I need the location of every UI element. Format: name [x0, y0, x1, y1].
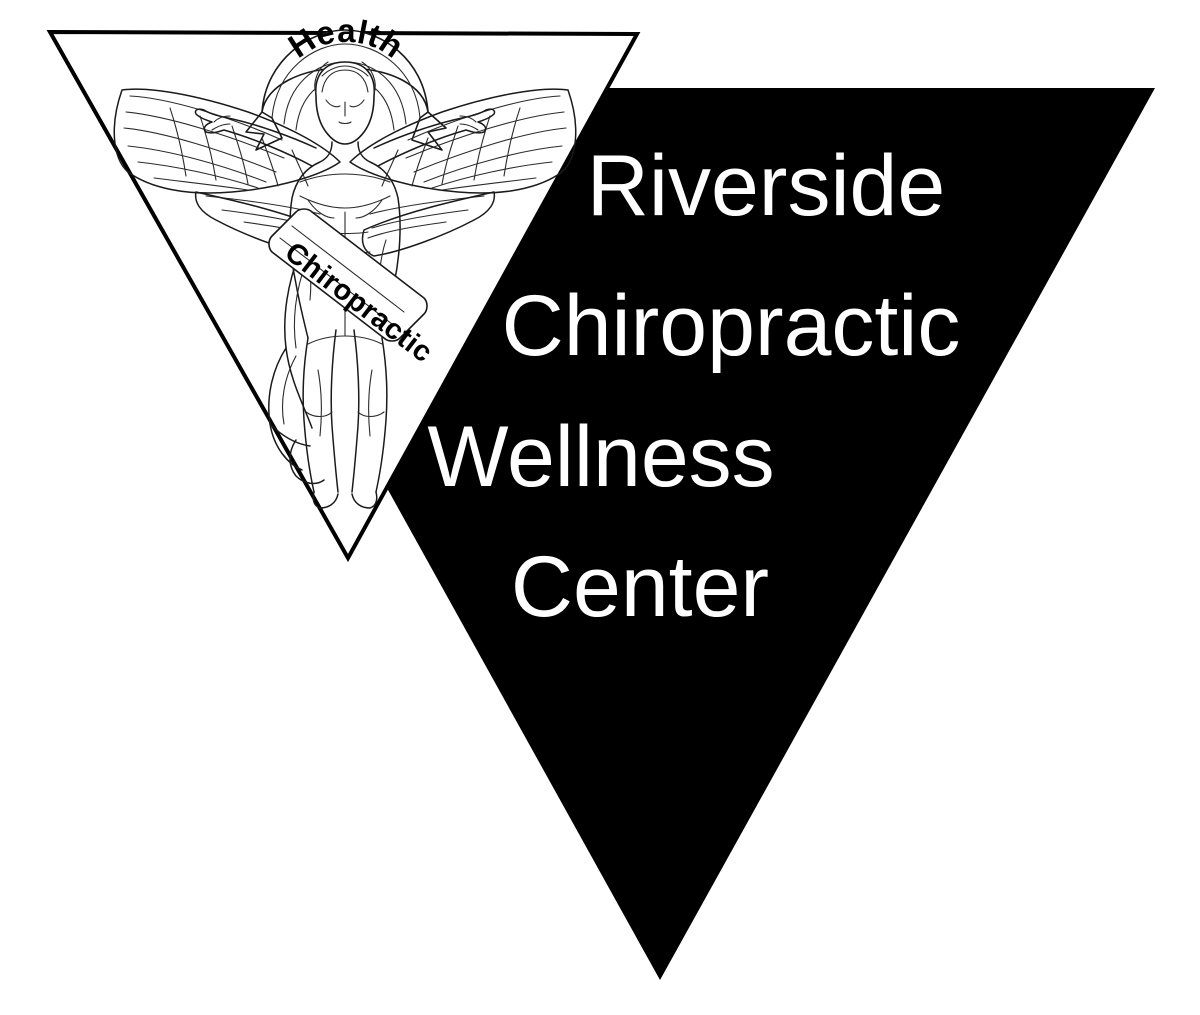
brand-line-center: Center [511, 539, 769, 635]
brand-wordmark: Riverside Chiropractic Wellness Center [427, 138, 960, 635]
brand-line-wellness: Wellness [427, 409, 774, 505]
ribbon-tail [268, 251, 325, 485]
arms [194, 108, 496, 167]
brand-line-riverside: Riverside [587, 138, 945, 234]
brand-line-chiropractic: Chiropractic [502, 278, 961, 374]
legs [302, 305, 388, 509]
head [314, 61, 376, 145]
chiropractic-ribbon [268, 208, 428, 342]
winged-figure-emblem: Chiropractic Health [113, 12, 577, 509]
wing-right [349, 88, 577, 257]
